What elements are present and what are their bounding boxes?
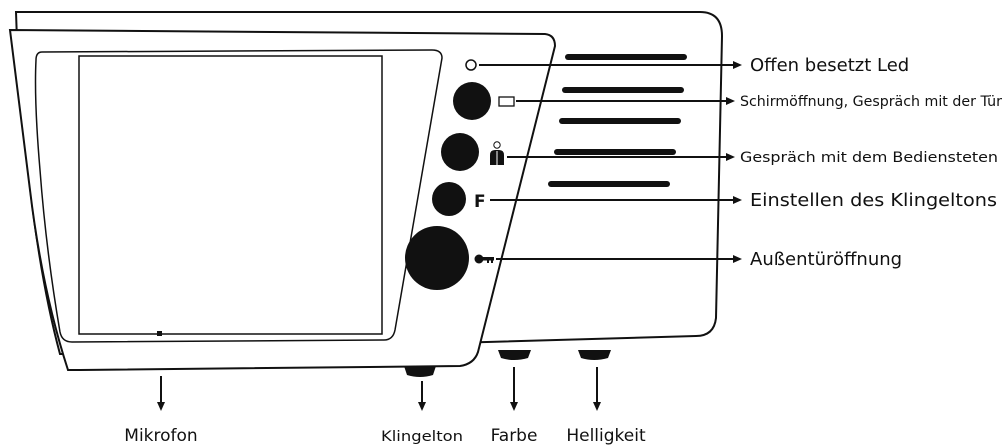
brightness-knob[interactable] <box>578 350 611 360</box>
attendant-button[interactable] <box>441 133 479 171</box>
label-screen-button: Schirmöffnung, Gespräch mit der Tür <box>740 94 1002 110</box>
label-attendant-button: Gespräch mit dem Bediensteten <box>740 150 998 166</box>
key-icon <box>474 254 494 264</box>
housing-front <box>8 28 557 371</box>
color-knob[interactable] <box>498 350 531 360</box>
arrow-microphone <box>157 376 165 411</box>
label-function-button: Einstellen des Klingeltons <box>750 190 997 211</box>
leader-screen <box>516 97 735 105</box>
speaker-grille <box>548 54 687 187</box>
label-key-button: Außentüröffnung <box>750 249 902 270</box>
leader-attendant <box>507 153 735 161</box>
microphone-hole <box>157 331 162 336</box>
led-icon <box>465 59 477 71</box>
function-letter-icon: F <box>474 192 486 212</box>
function-button[interactable] <box>432 182 466 216</box>
leader-function <box>490 196 742 204</box>
leader-led <box>479 61 742 69</box>
label-brightness: Helligkeit <box>566 426 646 446</box>
door-open-button[interactable] <box>405 226 469 290</box>
display-screen <box>78 55 383 335</box>
attendant-icon <box>490 141 504 165</box>
arrow-ringtone <box>418 381 426 411</box>
label-color: Farbe <box>491 426 538 446</box>
label-microphone: Mikrofon <box>124 426 197 446</box>
label-ringtone: Klingelton <box>381 429 463 445</box>
arrow-color <box>510 367 518 411</box>
ringtone-knob[interactable] <box>404 366 436 377</box>
screen-icon <box>498 96 515 107</box>
display-bezel <box>34 49 443 343</box>
arrow-brightness <box>593 367 601 411</box>
leader-key <box>496 255 742 263</box>
label-led: Offen besetzt Led <box>750 55 909 76</box>
screen-button[interactable] <box>453 82 491 120</box>
